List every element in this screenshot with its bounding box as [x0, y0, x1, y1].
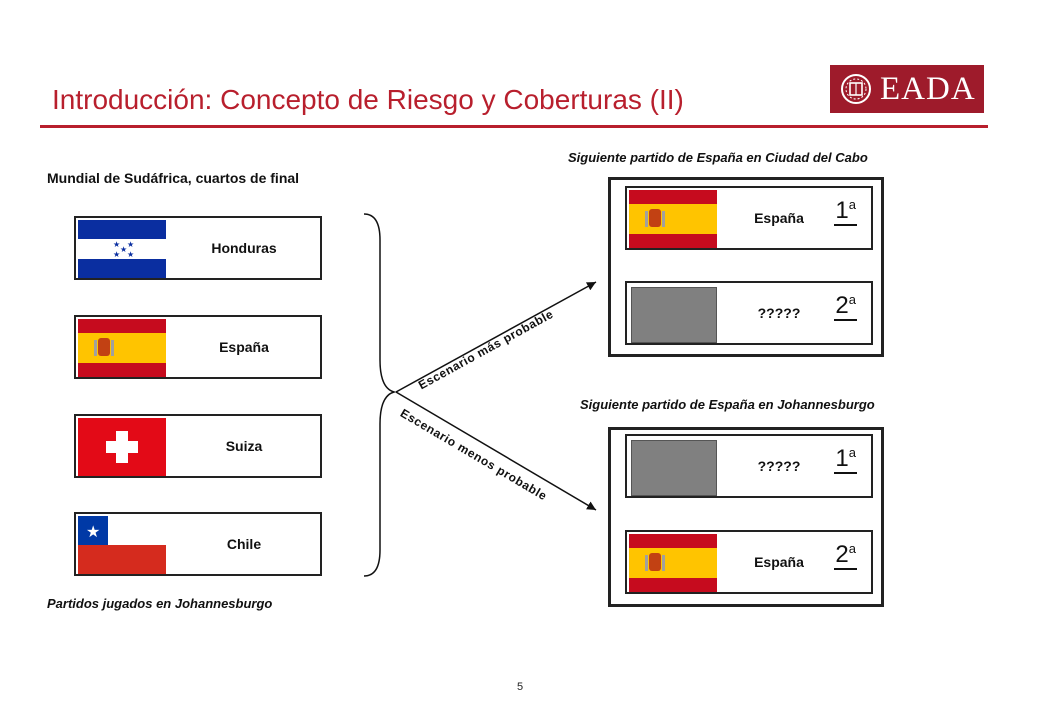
spain-flag-icon	[78, 319, 166, 377]
rank-label: 2a	[834, 287, 857, 321]
match-panel-johannesburg: ????? 1a España 2a	[608, 427, 884, 607]
spain-flag-icon	[629, 190, 717, 248]
svg-text:★: ★	[113, 250, 120, 259]
title-underline	[40, 125, 988, 128]
slot-first: ????? 1a	[625, 434, 873, 498]
unknown-team-placeholder	[631, 440, 717, 496]
slot-team-name: ?????	[757, 458, 801, 474]
rank-label: 1a	[834, 192, 857, 226]
arrow-unlikely	[395, 391, 597, 511]
team-box-espana: España	[74, 315, 322, 379]
switzerland-flag-icon	[78, 418, 166, 476]
panel-heading-johannesburg: Siguiente partido de España en Johannesb…	[580, 397, 875, 412]
left-heading: Mundial de Sudáfrica, cuartos de final	[47, 170, 300, 186]
logo-wordmark: EADA	[880, 71, 976, 107]
eada-seal-icon	[841, 74, 871, 104]
team-box-suiza: Suiza	[74, 414, 322, 478]
slot-team-name: ?????	[757, 305, 801, 321]
slot-team-name: España	[754, 554, 804, 570]
svg-text:★: ★	[127, 240, 134, 249]
scenario-connector	[363, 213, 597, 577]
svg-text:★: ★	[127, 250, 134, 259]
rank-label: 2a	[834, 536, 857, 570]
svg-text:★: ★	[120, 245, 127, 254]
svg-text:★: ★	[113, 240, 120, 249]
panel-heading-cape-town: Siguiente partido de España en Ciudad de…	[568, 150, 868, 165]
unknown-team-placeholder	[631, 287, 717, 343]
team-name: Suiza	[225, 438, 263, 454]
match-panel-cape-town: España 1a ????? 2a	[608, 177, 884, 357]
chile-flag-icon: ★	[78, 516, 166, 574]
svg-text:★: ★	[86, 522, 100, 541]
slot-team-name: España	[754, 210, 804, 226]
bracket-shape	[363, 213, 397, 577]
eada-logo: EADA	[830, 65, 984, 113]
rank-label: 1a	[834, 440, 857, 474]
team-name: Honduras	[211, 240, 277, 256]
slot-second: ????? 2a	[625, 281, 873, 345]
team-box-honduras: ★★ ★ ★★ Honduras	[74, 216, 322, 280]
spain-flag-icon	[629, 534, 717, 592]
slot-first: España 1a	[625, 186, 873, 250]
arrow-likely	[395, 281, 597, 393]
honduras-flag-icon: ★★ ★ ★★	[78, 220, 166, 278]
page-title: Introducción: Concepto de Riesgo y Cober…	[52, 84, 684, 115]
team-name: Chile	[226, 536, 262, 552]
page-number: 5	[516, 681, 524, 693]
team-name: España	[219, 339, 269, 355]
slot-second: España 2a	[625, 530, 873, 594]
team-box-chile: ★ Chile	[74, 512, 322, 576]
left-footer-note: Partidos jugados en Johannesburgo	[47, 596, 273, 611]
